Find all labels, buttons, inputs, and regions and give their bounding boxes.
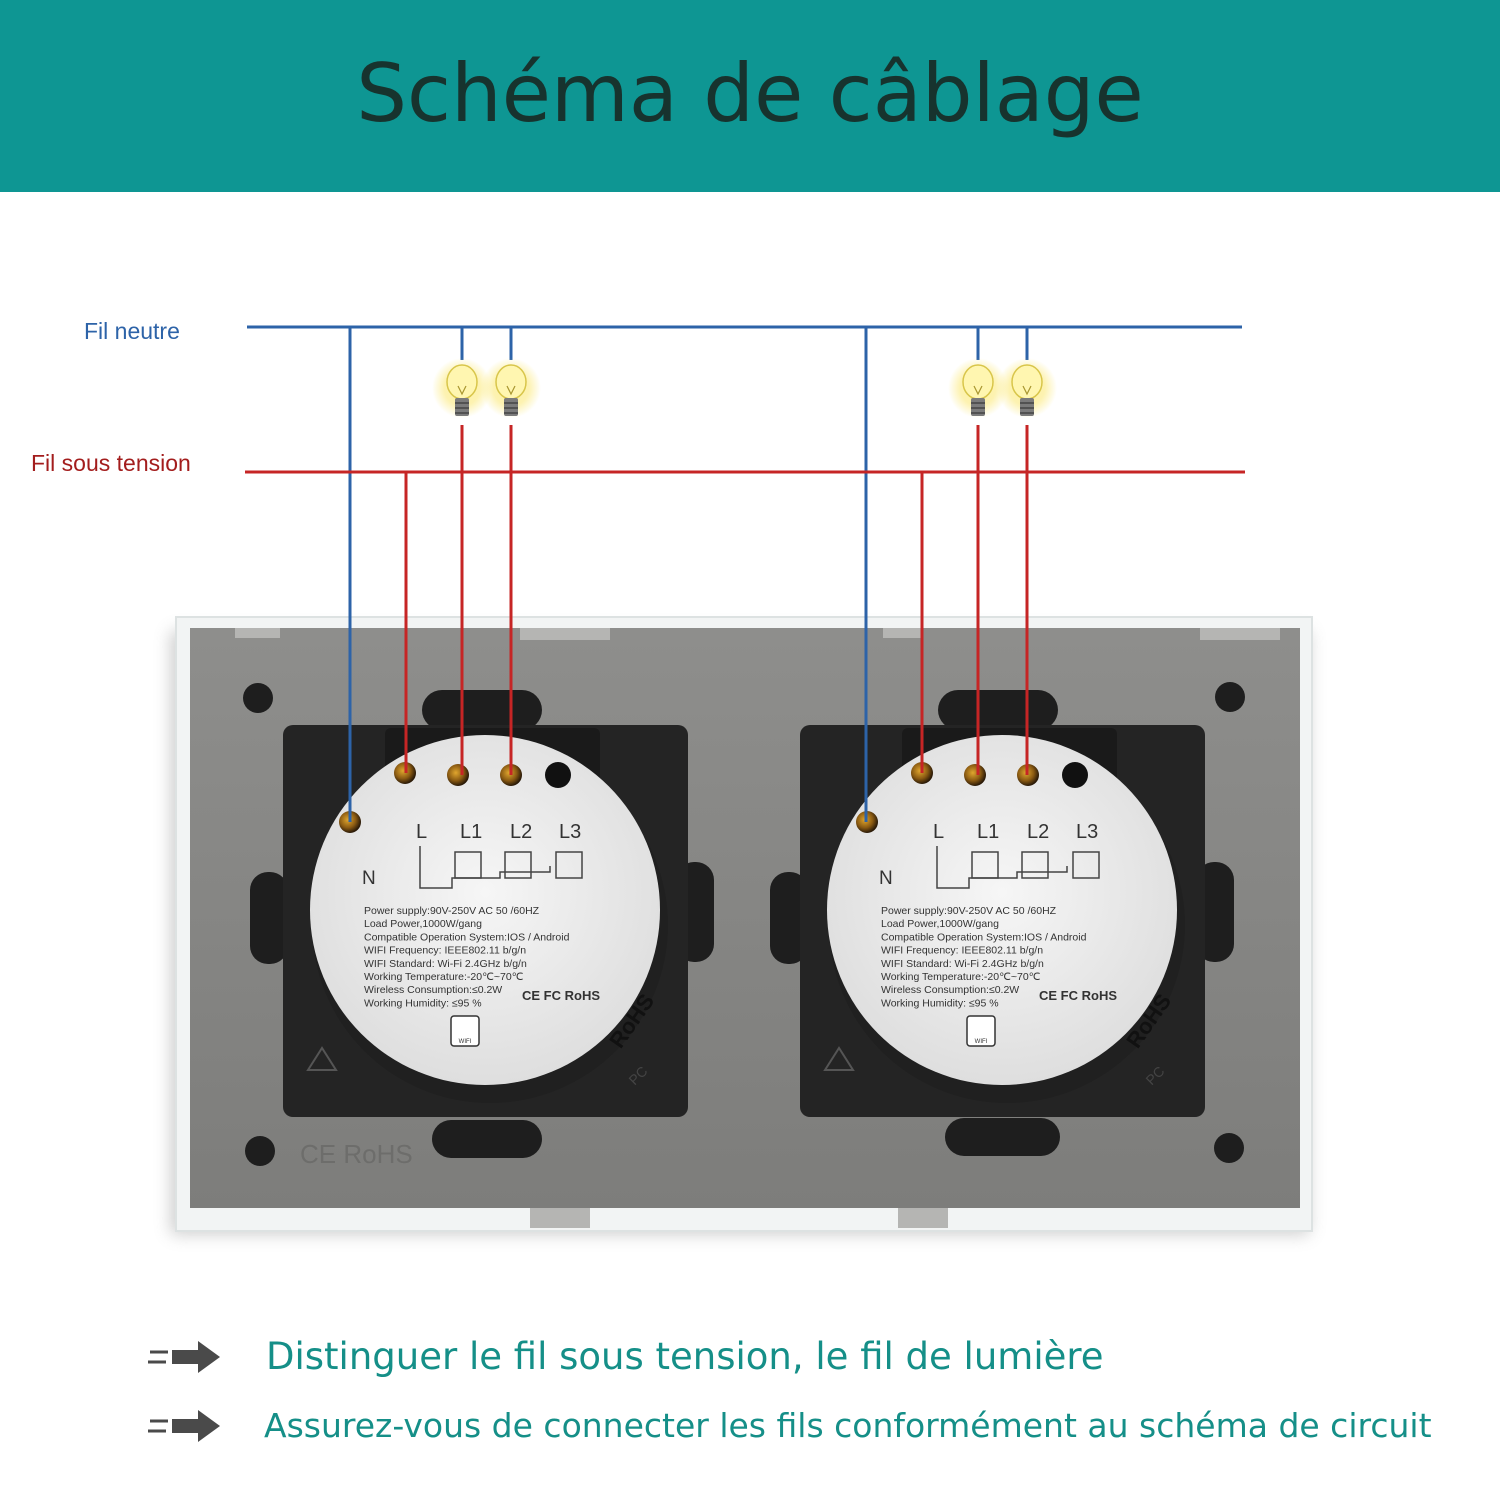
label-l2: L2 [1027, 821, 1049, 843]
spec-line: Working Temperature:-20℃~70℃ [881, 971, 1041, 983]
slot [945, 1118, 1060, 1156]
tab [883, 628, 923, 638]
label-l: L [416, 821, 427, 843]
terminal-l3 [1062, 762, 1088, 788]
spec-line: WIFI Frequency: IEEE802.11 b/g/n [881, 945, 1043, 957]
slot [432, 1120, 542, 1158]
spec-line: Compatible Operation System:IOS / Androi… [364, 931, 570, 943]
slot [422, 690, 542, 730]
spec-line: Working Humidity: ≤95 % [364, 997, 482, 1009]
module-label-disc [827, 735, 1177, 1085]
label-n: N [362, 868, 376, 889]
slot [938, 690, 1058, 730]
note-text: Assurez-vous de connecter les fils confo… [264, 1406, 1432, 1445]
tab [898, 1208, 948, 1228]
wifi-label: WIFI [459, 1039, 472, 1045]
terminal-l1 [964, 764, 986, 786]
label-l3: L3 [1076, 821, 1098, 843]
mount-hole [1214, 1133, 1244, 1163]
slot [250, 872, 288, 964]
note-item: Distinguer le fil sous tension, le fil d… [146, 1336, 1104, 1378]
terminal-l1 [447, 764, 469, 786]
light-bulb-icon [432, 358, 492, 418]
spec-line: Wireless Consumption:≤0.2W [364, 984, 502, 996]
mount-hole [243, 683, 273, 713]
module-label-disc [310, 735, 660, 1085]
switch-module-right: L L1 L2 L3 N Power supply:90V-250V AC 50… [800, 725, 1205, 1117]
arrow-icon [148, 1341, 220, 1373]
mount-hole [245, 1136, 275, 1166]
light-bulb-icon [948, 358, 1008, 418]
label-l1: L1 [460, 821, 482, 843]
recycle-icon [823, 1046, 855, 1071]
label-l1: L1 [977, 821, 999, 843]
spec-line: Load Power,1000W/gang [881, 918, 999, 930]
note-item: Assurez-vous de connecter les fils confo… [146, 1405, 1444, 1447]
spec-line: Wireless Consumption:≤0.2W [881, 984, 1019, 996]
live-wire-label: Fil sous tension [31, 450, 191, 476]
tab [520, 628, 610, 640]
neutral-wires [247, 325, 1242, 822]
mount-hole [1215, 682, 1245, 712]
live-wires [245, 425, 1245, 775]
tab [235, 628, 280, 638]
terminal-l3 [545, 762, 571, 788]
plate-marking: CE RoHS [300, 1139, 413, 1169]
spec-line: WIFI Frequency: IEEE802.11 b/g/n [364, 945, 526, 957]
tab [1200, 628, 1280, 640]
light-bulb-icon [481, 358, 541, 418]
spec-line: Working Temperature:-20℃~70℃ [364, 971, 524, 983]
label-l3: L3 [559, 821, 581, 843]
wifi-icon [966, 1015, 996, 1047]
title-banner: Schéma de câblage [0, 0, 1500, 192]
slot [1196, 862, 1234, 962]
wifi-label: WIFI [975, 1039, 988, 1045]
wiring-diagram: CE RoHS L L1 L2 L3 N Power supply:90V-25… [170, 325, 1313, 1235]
light-bulb-icon [997, 358, 1057, 418]
spec-line: Load Power,1000W/gang [364, 918, 482, 930]
page-title: Schéma de câblage [356, 46, 1144, 140]
wifi-icon [450, 1015, 480, 1047]
note-text: Distinguer le fil sous tension, le fil d… [266, 1335, 1104, 1378]
tab [530, 1208, 590, 1228]
label-l2: L2 [510, 821, 532, 843]
cert-marks: CE FC RoHS [1039, 988, 1117, 1003]
switch-module-left: L L1 L2 L3 N Power supply:90V-250V AC 50… [283, 725, 688, 1117]
slot [770, 872, 808, 964]
label-l: L [933, 821, 944, 843]
arrow-icon [148, 1410, 220, 1442]
neutral-wire-label: Fil neutre [84, 318, 180, 344]
spec-line: Working Humidity: ≤95 % [881, 997, 999, 1009]
recycle-icon [306, 1046, 338, 1071]
spec-line: WIFI Standard: Wi-Fi 2.4GHz b/g/n [364, 958, 527, 970]
spec-line: Power supply:90V-250V AC 50 /60HZ [881, 905, 1057, 917]
cert-marks: CE FC RoHS [522, 988, 600, 1003]
spec-line: WIFI Standard: Wi-Fi 2.4GHz b/g/n [881, 958, 1044, 970]
spec-line: Power supply:90V-250V AC 50 /60HZ [364, 905, 540, 917]
label-n: N [879, 868, 893, 889]
spec-line: Compatible Operation System:IOS / Androi… [881, 931, 1087, 943]
